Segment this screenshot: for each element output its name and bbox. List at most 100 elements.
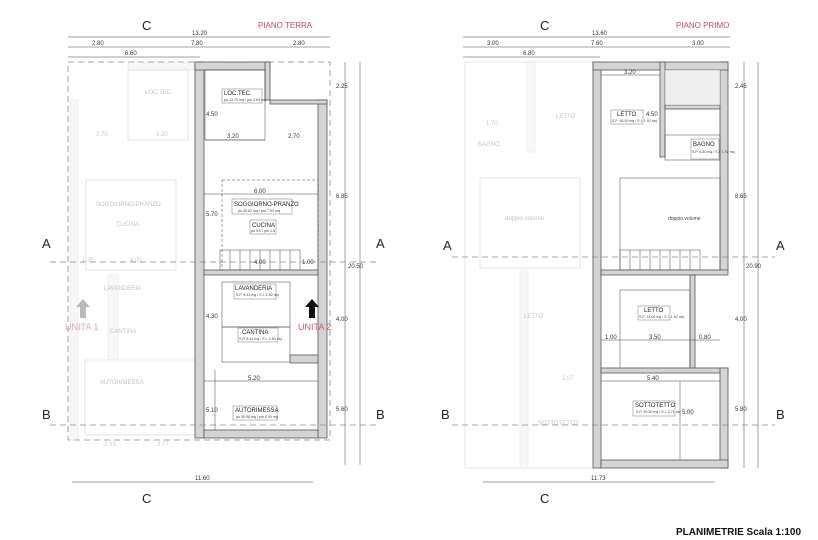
room-area: S.P. 8.43 mq / S.I. 0.64 mq <box>239 337 282 341</box>
room-area: pu 13.70 mq / pm 3.64 mq <box>224 98 266 102</box>
section-a-label: A <box>376 236 385 251</box>
dim: 5.70 <box>206 212 218 218</box>
wall <box>719 61 729 273</box>
drawing-footer-title: PLANIMETRIE Scala 1:100 <box>676 527 801 538</box>
room-label: LAVANDERIA <box>104 286 141 292</box>
room-label: LOC.TEC. <box>145 90 173 96</box>
room-soggiorno-pranzo: SOGGIORNO-PRANZO pu 35.62 mq / pm 7.93 m… <box>231 198 299 215</box>
dim: 2.70 <box>96 132 108 138</box>
dim-total-width: 13.60 <box>592 31 608 37</box>
unit-1-label: UNITA 1 <box>65 322 98 332</box>
dim: 5.40 <box>647 376 659 382</box>
dim: 2.53 <box>104 442 116 448</box>
section-a-label: A <box>443 238 452 253</box>
wall <box>600 459 729 469</box>
wall <box>664 104 721 110</box>
room-label: AUTORIMESSA <box>100 380 144 386</box>
room-label: LETTO <box>524 314 544 320</box>
dim-right: 5.60 <box>336 407 348 413</box>
dim: 2.70 <box>288 134 300 140</box>
dim: 1.35 <box>82 258 94 264</box>
wall <box>194 61 271 71</box>
dim: 4.50 <box>646 112 658 118</box>
room-name: LETTO <box>644 308 664 314</box>
wall <box>600 269 729 276</box>
dim-right: 20.90 <box>746 264 762 270</box>
dim: 4.00 <box>254 260 266 266</box>
dim: 4.30 <box>206 314 218 320</box>
dim-top: 2.80 <box>293 41 305 47</box>
dim: 4.00 <box>130 258 142 264</box>
dim-right: 2.45 <box>735 84 747 90</box>
wall <box>719 367 729 469</box>
dim-right: 4.00 <box>336 317 348 323</box>
room-name: CUCINA <box>252 223 275 229</box>
section-c-label: C <box>540 491 549 506</box>
section-c-label: C <box>142 18 151 33</box>
dim: 5.20 <box>248 376 260 382</box>
wall <box>289 354 319 364</box>
dim: 1.70 <box>486 121 498 127</box>
room-sottotetto: SOTTOTETTO S.P. 30.30 mq / S.I. 2.71 mq <box>632 400 681 417</box>
section-b-label: B <box>441 407 450 422</box>
unit-1-faded: LOC.TEC. SOGGIORNO-PRANZO CUCINA LAVANDE… <box>69 61 196 448</box>
section-c-label: C <box>142 491 151 506</box>
dim: 3.20 <box>156 132 168 138</box>
room-area: S.P. 16.00 mq / S.I. 1.92 mq <box>612 119 657 123</box>
dim: 3.50 <box>649 335 661 341</box>
dim-right: 2.25 <box>336 84 348 90</box>
room-label: CANTINA <box>110 329 136 335</box>
wall <box>203 429 319 439</box>
room-letto-1: LETTO S.P. 16.00 mq / S.I. 1.92 mq <box>610 109 657 125</box>
room-loc-tec: LOC.TEC. pu 13.70 mq / pm 3.64 mq <box>221 88 266 104</box>
dim-top: 3.00 <box>487 41 499 47</box>
dim-right: 20.50 <box>348 264 364 270</box>
entrance-arrow-unit-1 <box>76 299 90 318</box>
wall <box>592 61 602 469</box>
unit-1-faded: LETTO BAGNO doppio volume LETTO SOTTOTET… <box>464 61 594 469</box>
dim-top: 6.80 <box>523 51 535 57</box>
dim-right: 8.65 <box>735 194 747 200</box>
dim-bottom: 11.73 <box>591 476 606 482</box>
wall <box>317 99 328 439</box>
room-cucina: CUCINA pu 9.0 / pm 1.6 <box>249 219 277 235</box>
dim: 2.07 <box>562 376 574 382</box>
ground-floor-title: PIANO TERRA <box>258 21 313 30</box>
dim-bottom: 11.60 <box>195 476 210 482</box>
dim-total-width: 13.20 <box>192 31 208 37</box>
room-label: doppio volume <box>505 216 545 222</box>
room-name: LETTO <box>617 112 637 118</box>
staircase <box>619 249 701 271</box>
dim: 0.80 <box>699 335 711 341</box>
dim: 3.20 <box>624 70 636 76</box>
section-b-label: B <box>776 407 785 422</box>
section-b-label: B <box>42 407 51 422</box>
dim: 3.77 <box>157 442 169 448</box>
wall <box>194 61 205 439</box>
room-name: LOC.TEC. <box>224 91 252 97</box>
dim: 1.00 <box>605 335 617 341</box>
room-name: SOGGIORNO-PRANZO <box>234 202 299 208</box>
ground-floor-plan: C PIANO TERRA 13.20 2.80 7.80 2.80 6.60 … <box>42 18 385 506</box>
wall <box>203 269 319 276</box>
dim: 6.00 <box>254 189 266 195</box>
unit-2-label: UNITA 2 <box>298 322 331 332</box>
section-a-label: A <box>42 236 51 251</box>
dim: 3.20 <box>227 134 239 140</box>
room-bagno: BAGNO S.P. 6.40 mq / S.I. 1.92 mq <box>690 138 735 160</box>
wall <box>269 99 328 105</box>
wall <box>264 61 271 101</box>
balcony <box>664 69 721 106</box>
dim-right: 6.85 <box>336 194 348 200</box>
dim-top: 7.60 <box>591 41 603 47</box>
room-label: LETTO <box>556 114 576 120</box>
room-area: pu 35.62 mq / pm 7.93 mq <box>238 209 280 213</box>
dim: 5.10 <box>206 408 218 414</box>
room-doppio-volume: doppio volume <box>668 216 701 222</box>
wall <box>600 367 729 374</box>
entrance-arrow-unit-2 <box>305 299 319 318</box>
dim-right: 4.00 <box>735 317 747 323</box>
room-name: AUTORIMESSA <box>235 408 279 414</box>
room-area: S.P. 6.40 mq / S.I. 1.92 mq <box>692 150 735 154</box>
